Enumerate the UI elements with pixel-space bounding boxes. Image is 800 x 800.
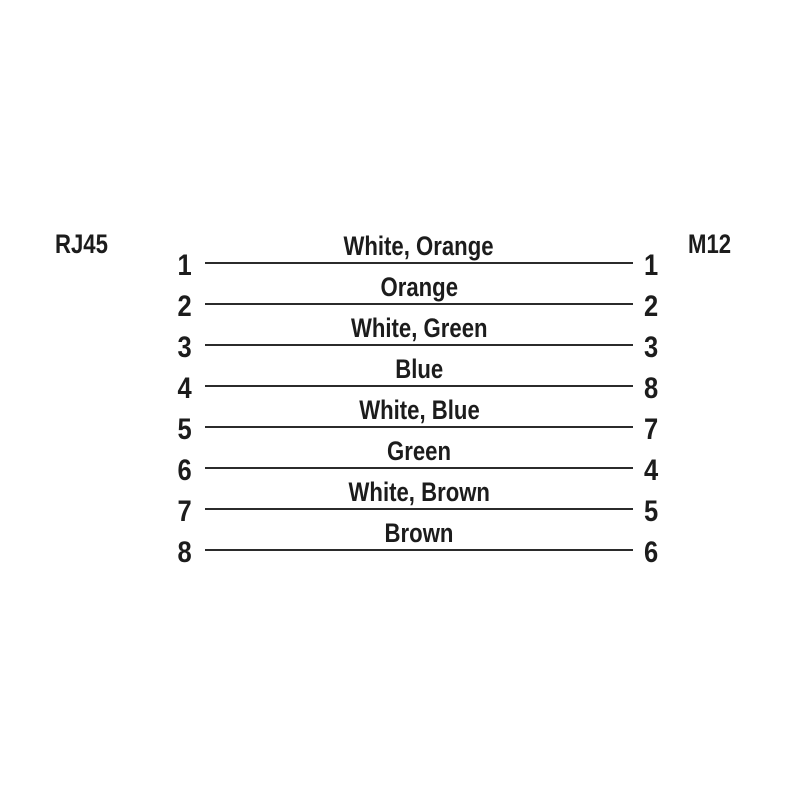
right-pin-number: 5 [644, 496, 704, 528]
left-pin-number-text: 8 [177, 536, 192, 569]
left-pin-number-text: 2 [177, 290, 192, 323]
right-pin-number-text: 5 [644, 495, 659, 528]
right-pin-number: 7 [644, 414, 704, 446]
wire-line [205, 303, 633, 305]
left-pin-number: 3 [140, 332, 192, 364]
wire-color-label-text: Green [386, 436, 451, 466]
left-pin-number: 7 [140, 496, 192, 528]
wire-color-label-text: White, Green [350, 313, 488, 343]
connector-label-rj45: RJ45 [55, 228, 120, 260]
right-pin-number: 8 [644, 373, 704, 405]
wire-color-label-text: Orange [380, 272, 458, 302]
right-pin-number: 2 [644, 291, 704, 323]
left-pin-number-text: 6 [177, 454, 192, 487]
right-pin-number-text: 7 [644, 413, 659, 446]
wire-line [205, 262, 633, 264]
wire-color-label: Brown [205, 518, 633, 548]
left-pin-number: 2 [140, 291, 192, 323]
left-pin-number: 8 [140, 537, 192, 569]
right-pin-number-text: 6 [644, 536, 659, 569]
left-pin-number-text: 7 [177, 495, 192, 528]
right-pin-number: 3 [644, 332, 704, 364]
right-pin-number-text: 3 [644, 331, 659, 364]
connector-label-rj45-text: RJ45 [55, 229, 108, 259]
wire-line [205, 344, 633, 346]
wire-color-label: Orange [205, 272, 633, 302]
right-pin-number: 6 [644, 537, 704, 569]
wire-color-label: Blue [205, 354, 633, 384]
wire-color-label-text: White, Brown [348, 477, 490, 507]
connector-label-m12-text: M12 [688, 229, 732, 259]
left-pin-number-text: 4 [177, 372, 192, 405]
left-pin-number: 6 [140, 455, 192, 487]
wire-color-label-text: White, Blue [358, 395, 480, 425]
wire-color-label: White, Orange [205, 231, 633, 261]
wire-line [205, 426, 633, 428]
connector-label-m12: M12 [688, 228, 741, 260]
wire-line [205, 549, 633, 551]
right-pin-number: 1 [644, 250, 704, 282]
right-pin-number-text: 2 [644, 290, 659, 323]
left-pin-number-text: 5 [177, 413, 192, 446]
wire-color-label-text: Blue [395, 354, 443, 384]
wire-line [205, 467, 633, 469]
left-pin-number: 4 [140, 373, 192, 405]
wire-color-label: Green [205, 436, 633, 466]
wire-color-label: White, Brown [205, 477, 633, 507]
wire-color-label-text: White, Orange [343, 231, 495, 261]
left-pin-number-text: 3 [177, 331, 192, 364]
left-pin-number: 5 [140, 414, 192, 446]
right-pin-number-text: 4 [644, 454, 659, 487]
wire-color-label: White, Blue [205, 395, 633, 425]
wire-color-label-text: Brown [384, 518, 454, 548]
wire-color-label: White, Green [205, 313, 633, 343]
wire-line [205, 508, 633, 510]
wire-line [205, 385, 633, 387]
right-pin-number: 4 [644, 455, 704, 487]
right-pin-number-text: 8 [644, 372, 659, 405]
left-pin-number: 1 [140, 250, 192, 282]
right-pin-number-text: 1 [644, 249, 659, 282]
left-pin-number-text: 1 [177, 249, 192, 282]
